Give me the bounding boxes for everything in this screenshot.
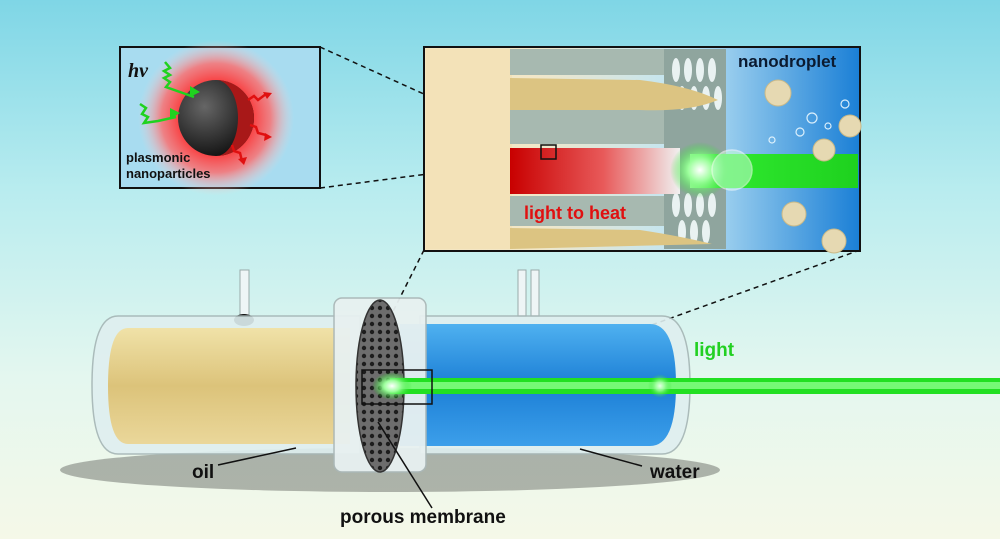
oil-reservoir (108, 328, 350, 444)
incoming-light-arrow (161, 61, 195, 99)
heat-arrow (247, 93, 267, 102)
inset-membrane (423, 46, 862, 254)
nanodroplet (838, 114, 862, 138)
plasmonic-label-line1: plasmonic (126, 150, 191, 165)
zoom-box (361, 369, 433, 405)
zoom-marker (540, 144, 557, 160)
porous-membrane-label: porous membrane (340, 507, 506, 528)
light-label: light (694, 340, 735, 361)
nanodroplet (781, 201, 807, 227)
plasmonic-label-line2: nanoparticles (126, 166, 211, 181)
oil-label: oil (192, 462, 215, 483)
nanodroplet (821, 228, 847, 254)
microfluidic-cell (91, 269, 1000, 473)
light-to-heat-label: light to heat (524, 203, 626, 223)
hv-label: hv (128, 60, 148, 82)
nanodroplet-label: nanodroplet (738, 52, 837, 71)
label-pointers (217, 421, 643, 509)
heat-arrow (249, 123, 267, 137)
water-label: water (650, 462, 700, 483)
incoming-light-arrow (139, 102, 177, 125)
nanodroplet (764, 79, 792, 107)
nanoparticle (178, 80, 254, 156)
inset-plasmonic (119, 40, 321, 196)
nanodroplet (812, 138, 836, 162)
heat-arrow (230, 144, 244, 162)
